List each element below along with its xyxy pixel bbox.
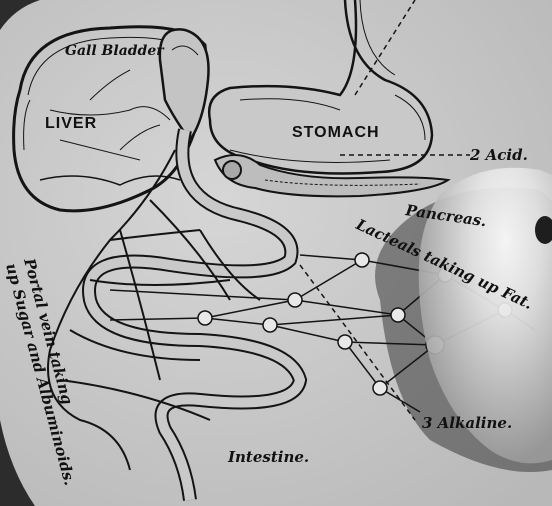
intestine-label: Intestine. bbox=[227, 448, 309, 466]
alkaline-label: 3 Alkaline. bbox=[422, 414, 512, 432]
liver-label: LIVER bbox=[45, 115, 97, 132]
gall-bladder-label: Gall Bladder bbox=[65, 43, 165, 59]
acid-label: 2 Acid. bbox=[469, 146, 528, 164]
stomach-label: STOMACH bbox=[292, 124, 380, 141]
